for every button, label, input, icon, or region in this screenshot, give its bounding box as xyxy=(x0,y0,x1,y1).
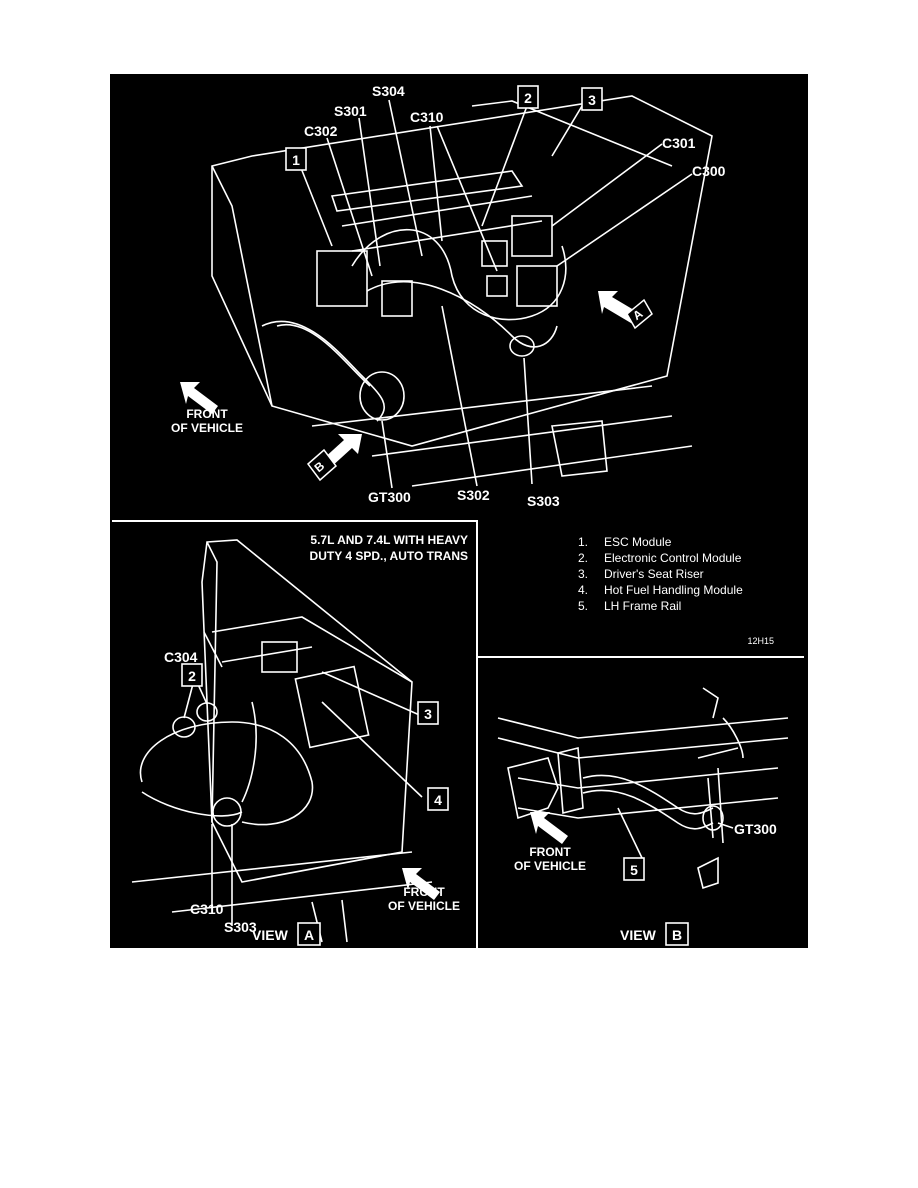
view-a-arrow-icon xyxy=(598,291,653,330)
view-b-label: VIEW xyxy=(620,927,657,943)
legend-item: 1.ESC Module xyxy=(578,535,672,549)
front-label-line2: OF VEHICLE xyxy=(388,899,460,913)
front-label-line2: OF VEHICLE xyxy=(171,421,243,435)
top-overview-drawing: 1 2 3 S304 S301 C302 C310 C301 C300 S302… xyxy=(171,83,726,509)
view-a-heading-line2: DUTY 4 SPD., AUTO TRANS xyxy=(310,549,468,563)
label-c310: C310 xyxy=(190,901,224,917)
label-s302: S302 xyxy=(457,487,490,503)
label-c301: C301 xyxy=(662,135,696,151)
legend-item: 2.Electronic Control Module xyxy=(578,551,742,565)
label-s303: S303 xyxy=(224,919,257,935)
front-label-line1: FRONT xyxy=(403,885,445,899)
view-b-letter: B xyxy=(672,927,682,943)
legend-item: 5.LH Frame Rail xyxy=(578,599,682,613)
figure-reference: 12H15 xyxy=(747,636,774,646)
legend-list: 1.ESC Module 2.Electronic Control Module… xyxy=(578,534,743,614)
callout-3: 3 xyxy=(424,706,432,722)
top-overview-panel: 1 2 3 S304 S301 C302 C310 C301 C300 S302… xyxy=(112,76,804,518)
label-s301: S301 xyxy=(334,103,367,119)
label-s304: S304 xyxy=(372,83,405,99)
callout-2: 2 xyxy=(188,668,196,684)
view-a-label: VIEW xyxy=(252,927,289,943)
callout-2: 2 xyxy=(524,90,532,106)
view-b-arrow-icon xyxy=(306,434,362,482)
label-gt300: GT300 xyxy=(734,821,777,837)
callout-3: 3 xyxy=(588,92,596,108)
view-b-drawing: 5 GT300 FRONT OF VEHICLE VIEW B xyxy=(497,687,789,946)
callout-4: 4 xyxy=(434,792,442,808)
view-a-heading-line1: 5.7L AND 7.4L WITH HEAVY xyxy=(310,533,468,547)
front-label-line2: OF VEHICLE xyxy=(514,859,586,873)
label-c304: C304 xyxy=(164,649,198,665)
front-arrow-icon xyxy=(530,812,568,844)
legend-panel: 1.ESC Module 2.Electronic Control Module… xyxy=(478,520,804,654)
front-arrow-icon xyxy=(180,382,218,414)
front-label-line1: FRONT xyxy=(186,407,228,421)
label-c300: C300 xyxy=(692,163,726,179)
view-a-drawing: 2 3 4 5.7L AND 7.4L WITH HEAVY DUTY 4 SP… xyxy=(131,533,468,946)
callout-5: 5 xyxy=(630,862,638,878)
label-gt300: GT300 xyxy=(368,489,411,505)
label-c302: C302 xyxy=(304,123,338,139)
front-label-line1: FRONT xyxy=(529,845,571,859)
label-c310: C310 xyxy=(410,109,444,125)
callout-1: 1 xyxy=(292,152,300,168)
legend-item: 4.Hot Fuel Handling Module xyxy=(578,583,743,597)
view-a-panel: 2 3 4 5.7L AND 7.4L WITH HEAVY DUTY 4 SP… xyxy=(112,520,478,948)
view-a-letter: A xyxy=(304,927,314,943)
view-b-panel: 5 GT300 FRONT OF VEHICLE VIEW B xyxy=(478,656,804,948)
wiring-diagram-figure: 1 2 3 S304 S301 C302 C310 C301 C300 S302… xyxy=(110,74,808,948)
label-s303: S303 xyxy=(527,493,560,509)
legend-item: 3.Driver's Seat Riser xyxy=(578,567,704,581)
front-arrow-icon xyxy=(402,868,440,900)
